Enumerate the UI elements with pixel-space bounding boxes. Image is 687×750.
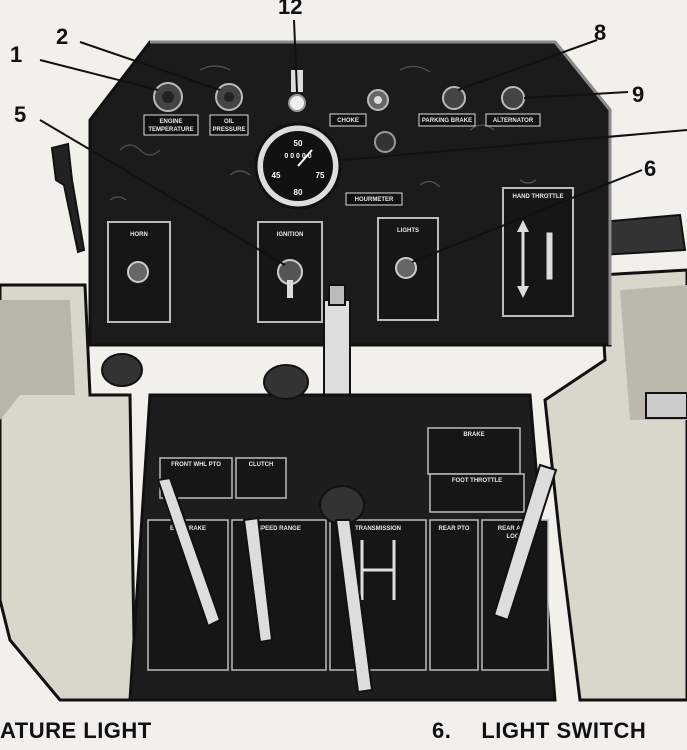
caption-strip xyxy=(0,706,687,750)
speed-range-label: SPEED RANGE xyxy=(257,526,301,532)
horn-label: HORN xyxy=(130,232,148,238)
right-side-grip xyxy=(645,392,687,419)
tachometer-gauge: 50 0 0 0 0 0 45 75 80 xyxy=(254,122,342,210)
engine-temperature-label-1: ENGINE xyxy=(159,119,182,125)
brake-panel: BRAKE xyxy=(427,427,521,475)
engine-brake-lever[interactable] xyxy=(156,476,222,628)
horn-button[interactable] xyxy=(127,261,149,283)
engine-temperature-label-2: TEMPERATURE xyxy=(148,127,193,133)
callout-6: 6 xyxy=(644,156,656,181)
ignition-panel: IGNITION xyxy=(257,221,323,323)
gauge-right-label: 75 xyxy=(316,171,325,180)
hand-throttle-lever[interactable] xyxy=(545,231,554,281)
left-fender-shade xyxy=(0,300,75,420)
callout-12: 12 xyxy=(278,0,302,19)
clutch-panel: CLUTCH xyxy=(235,457,287,499)
gauge-top-label: 50 xyxy=(294,139,303,148)
alternator-light xyxy=(501,86,525,110)
choke-label: CHOKE xyxy=(337,118,359,124)
rear-pto-label: REAR PTO xyxy=(439,526,470,532)
rear-axle-lock-lever[interactable] xyxy=(492,463,558,622)
alternator-label: ALTERNATOR xyxy=(493,118,534,124)
oil-pressure-gauge xyxy=(215,83,243,111)
callout-5: 5 xyxy=(14,102,26,127)
engine-temperature-gauge xyxy=(153,82,183,112)
callout-2: 2 xyxy=(56,24,68,49)
indicator-light-12 xyxy=(288,70,306,112)
light-switch[interactable] xyxy=(395,257,417,279)
oil-pressure-label-2: PRESSURE xyxy=(212,127,245,133)
rear-axle-label-2: LOCK xyxy=(507,534,525,540)
foot-throttle-panel: FOOT THROTTLE xyxy=(429,473,525,513)
hand-throttle-label: HAND THROTTLE xyxy=(513,194,564,200)
lights-label: LIGHTS xyxy=(397,228,419,234)
hourmeter-label: HOURMETER xyxy=(355,197,394,203)
transmission-label: TRANSMISSION xyxy=(355,526,401,532)
gauge-bottom-label: 80 xyxy=(294,188,303,197)
right-side-bar xyxy=(599,213,687,257)
right-fender-shade xyxy=(620,285,687,420)
rear-axle-label-1: REAR AXLE xyxy=(498,526,532,532)
callout-lines xyxy=(39,19,687,266)
ignition-label: IGNITION xyxy=(277,232,304,238)
caption-right-text: LIGHT SWITCH xyxy=(481,718,647,743)
oil-pressure-label-1: OIL xyxy=(224,119,234,125)
upper-dash-rim xyxy=(150,40,612,345)
callout-8: 8 xyxy=(594,20,606,45)
choke-knob[interactable] xyxy=(367,89,389,111)
caption-left: ATURE LIGHT xyxy=(0,718,152,744)
left-center-knob[interactable] xyxy=(263,364,309,400)
front-wheel-pto-label: FRONT WHL PTO xyxy=(171,462,221,468)
left-upper-lever[interactable] xyxy=(50,142,86,254)
rear-pto-panel: REAR PTO xyxy=(429,519,479,671)
gauge-left-label: 45 xyxy=(272,171,281,180)
caption-left-text: ATURE LIGHT xyxy=(0,718,152,743)
foot-throttle-label: FOOT THROTTLE xyxy=(452,478,502,484)
left-front-knob[interactable] xyxy=(101,353,143,387)
dash-texture xyxy=(109,65,537,201)
speed-range-lever[interactable] xyxy=(242,516,274,644)
clutch-label: CLUTCH xyxy=(249,462,274,468)
gauge-mid-label: 0 0 0 0 0 xyxy=(284,153,311,160)
brake-label: BRAKE xyxy=(463,432,484,438)
callout-9: 9 xyxy=(632,82,644,107)
center-knob[interactable] xyxy=(374,131,396,153)
lights-panel: LIGHTS xyxy=(377,217,439,321)
parking-brake-light xyxy=(442,86,466,110)
gear-shift-lever[interactable] xyxy=(334,519,374,694)
parking-brake-label: PARKING BRAKE xyxy=(422,118,472,124)
hand-throttle-panel: HAND THROTTLE xyxy=(502,187,574,317)
horn-panel: HORN xyxy=(107,221,171,323)
caption-right-number: 6. xyxy=(432,718,452,743)
callout-1: 1 xyxy=(10,42,22,67)
caption-right: 6. LIGHT SWITCH xyxy=(432,718,646,744)
gear-shift-knob[interactable] xyxy=(319,485,365,525)
